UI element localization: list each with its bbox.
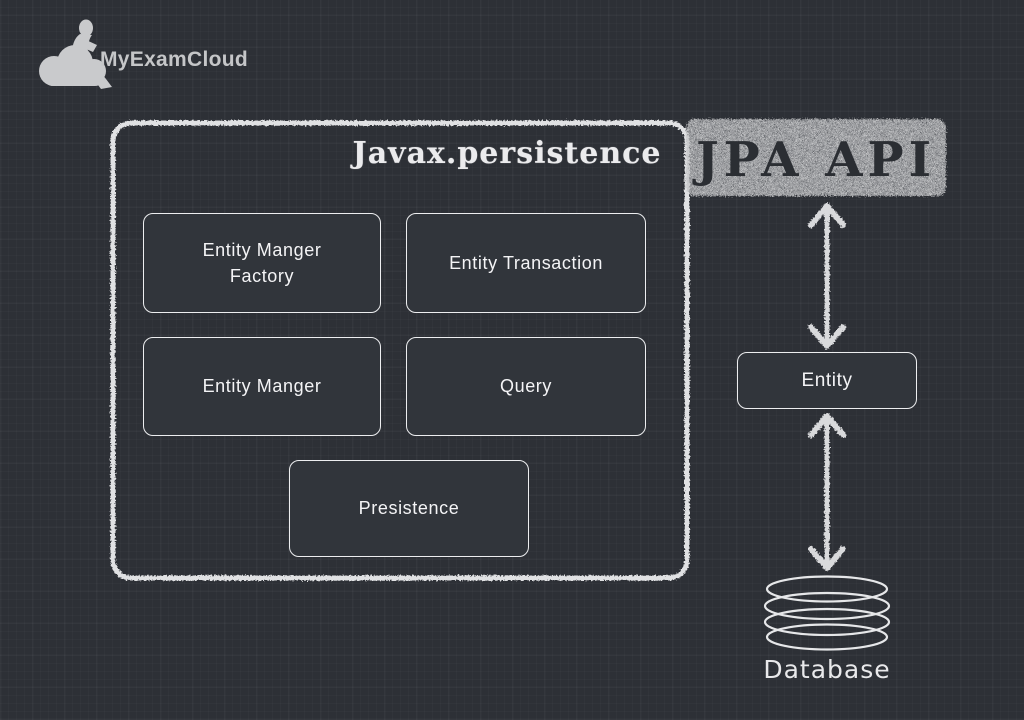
- jpa-api-badge-background: [686, 119, 946, 196]
- box-label: Presistence: [358, 498, 460, 519]
- arrow-api-entity-icon: [808, 203, 846, 349]
- box-entity-manager: Entity Manger: [143, 337, 381, 436]
- brand-name: MyExamCloud: [100, 48, 248, 71]
- package-container-border: [110, 120, 690, 581]
- box-label: Entity Manger Factory: [202, 239, 322, 286]
- box-label: Entity Transaction: [449, 252, 603, 273]
- box-entity-manager-factory: Entity Manger Factory: [143, 213, 381, 313]
- arrow-entity-database-icon: [808, 413, 846, 571]
- box-label: Query: [499, 376, 553, 397]
- database-label: Database: [763, 655, 891, 684]
- database-cylinder-icon: [763, 575, 891, 651]
- jpa-api-badge: JPA API: [695, 132, 937, 188]
- cloud-reader-logo-icon: [39, 19, 112, 89]
- package-title: Javax.persistence: [352, 136, 662, 171]
- box-entity-transaction: Entity Transaction: [406, 213, 646, 313]
- box-label: Entity Manger: [202, 376, 322, 397]
- box-persistence: Presistence: [289, 460, 529, 557]
- box-query: Query: [406, 337, 646, 436]
- box-entity: Entity: [737, 352, 917, 409]
- brand: MyExamCloud: [22, 6, 282, 90]
- box-label: Entity: [801, 369, 853, 391]
